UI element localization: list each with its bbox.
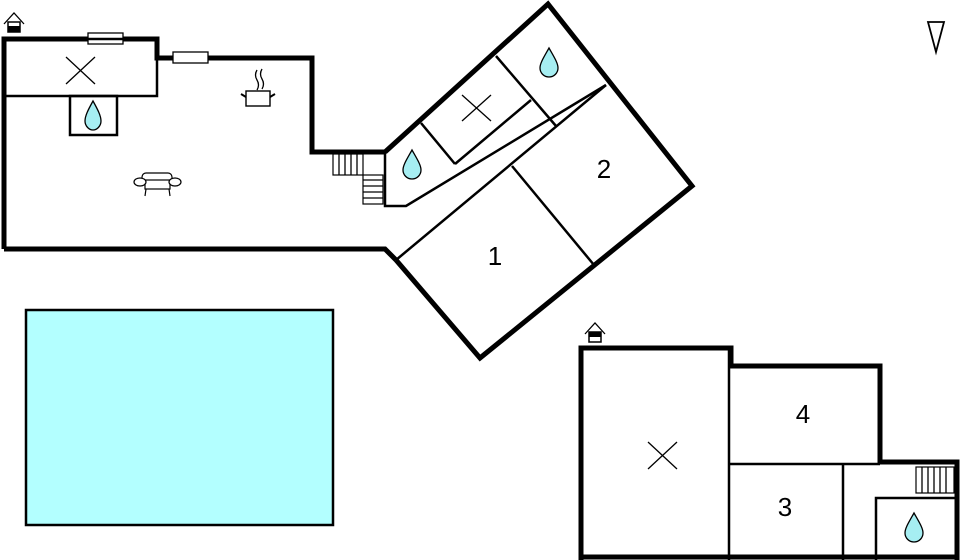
- water-drop-icon: [904, 511, 924, 543]
- entrance-icon: [3, 12, 25, 33]
- x-cross-icon: [461, 94, 492, 122]
- north-arrow-icon: [926, 21, 946, 56]
- water-drop-icon: [84, 99, 102, 131]
- x-cross-icon: [647, 441, 678, 470]
- entrance-icon: [584, 322, 606, 343]
- stairs-icon: [332, 153, 384, 205]
- room-label-1: 1: [488, 241, 502, 271]
- room-label-2: 2: [597, 154, 611, 184]
- x-cross-icon: [65, 56, 96, 85]
- room-label-4: 4: [796, 399, 810, 429]
- main-building-west: [1, 32, 398, 262]
- water-drop-icon: [539, 46, 559, 78]
- swimming-pool: [24, 308, 335, 527]
- annex-building: [578, 345, 960, 560]
- main-building-east-wing: [383, 0, 696, 362]
- window-icon: [172, 51, 209, 64]
- water-drop-icon: [402, 148, 422, 180]
- sofa-icon: [133, 172, 182, 197]
- cooking-pot-icon: [240, 68, 276, 107]
- room-label-3: 3: [778, 492, 792, 522]
- stairs-icon: [915, 466, 955, 494]
